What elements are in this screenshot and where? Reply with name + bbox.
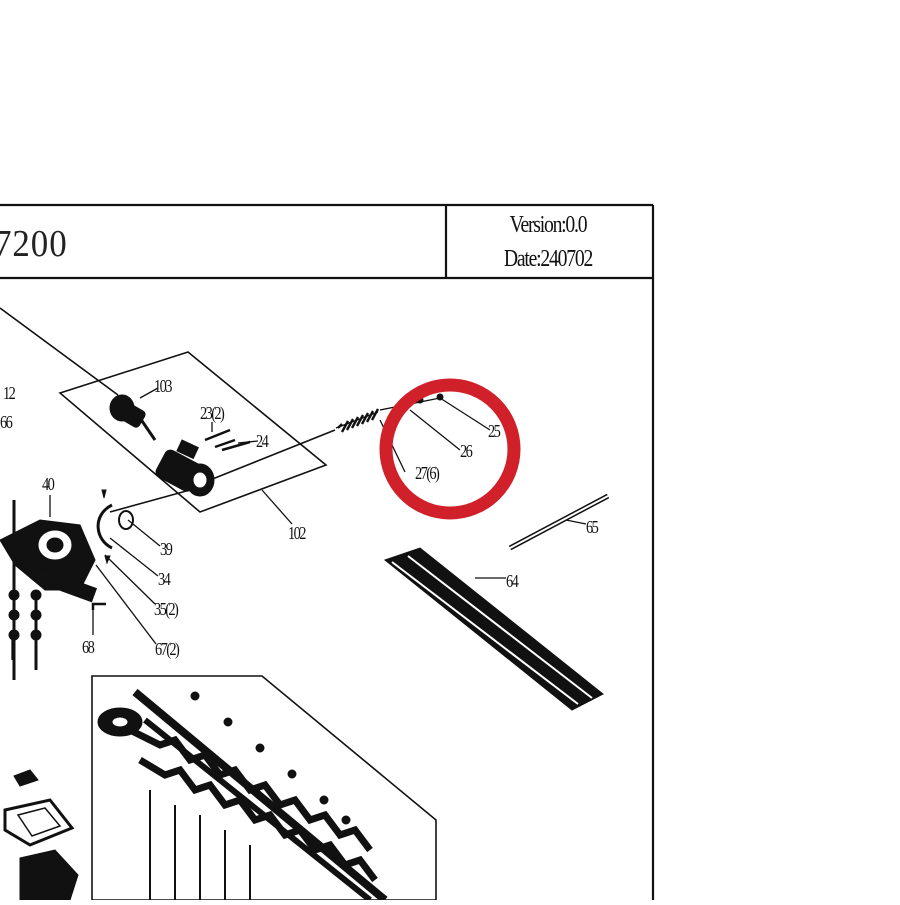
screws-23-24 (204, 428, 251, 452)
callout-23: 23(2) (200, 403, 225, 423)
date-label: Date:240702 (503, 246, 593, 272)
left-gear-case (0, 519, 98, 603)
callout-25: 25 (488, 421, 501, 441)
gear-housing (155, 439, 215, 497)
highlight-circle (379, 378, 521, 520)
model-number-fragment: 7200 (0, 223, 68, 265)
clamp-parts (91, 489, 134, 610)
callout-68: 68 (82, 637, 95, 657)
callout-103: 103 (154, 376, 172, 396)
assembly-box-102 (58, 351, 328, 513)
spring (335, 408, 380, 433)
part-64-guide-rail (383, 547, 604, 711)
blade-parts (97, 688, 388, 904)
callout-39: 39 (160, 539, 173, 559)
version-label: Version:0.0 (509, 212, 588, 238)
callout-27: 27(6) (415, 463, 440, 483)
header-frame (0, 203, 655, 900)
callout-66: 66 (0, 412, 13, 432)
bottom-left-plates (3, 769, 79, 901)
callout-34: 34 (158, 569, 171, 589)
callout-26: 26 (460, 441, 473, 461)
callout-24: 24 (256, 431, 269, 451)
callout-65: 65 (586, 517, 599, 537)
part-103-knob (109, 394, 157, 441)
callout-35: 35(2) (154, 599, 179, 619)
left-bolts (8, 500, 42, 680)
part-65-rod (508, 493, 610, 551)
callout-12: 12 (3, 383, 16, 403)
callout-102: 102 (288, 523, 306, 543)
callout-64: 64 (506, 571, 519, 591)
callout-67: 67(2) (155, 639, 180, 659)
blade-assembly-box (91, 675, 437, 901)
callout-40: 40 (42, 474, 55, 494)
